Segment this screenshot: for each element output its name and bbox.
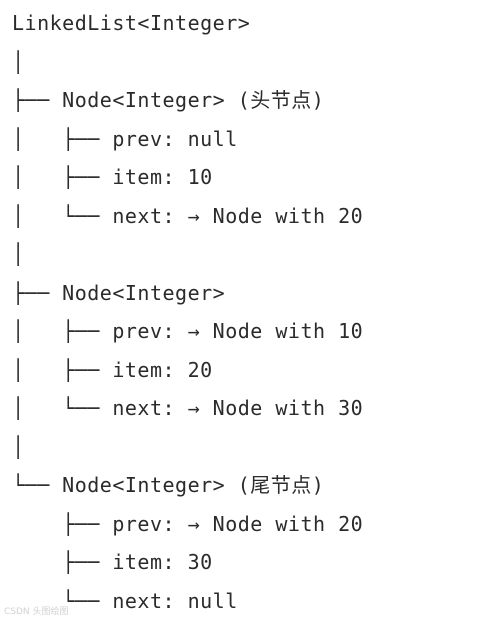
- tail-node-label: └── Node<Integer> (尾节点): [12, 473, 325, 497]
- tail-node-next: └── next: null: [12, 588, 238, 613]
- tree-connector-line: │: [12, 242, 25, 266]
- tree-connector-line: │: [12, 434, 25, 459]
- middle-node-next: │ └── next: → Node with 30: [12, 396, 364, 420]
- tree-root-title: LinkedList<Integer>: [12, 11, 251, 35]
- middle-node-label: ├── Node<Integer>: [12, 280, 226, 305]
- middle-node-prev: │ ├── prev: → Node with 10: [12, 319, 364, 343]
- tree-connector-line: │: [12, 49, 25, 74]
- head-node-label: ├── Node<Integer> (头节点): [12, 88, 325, 112]
- watermark-text: CSDN 头图绘图: [4, 607, 69, 617]
- tail-node-item: ├── item: 30: [12, 550, 213, 574]
- tail-node-prev: ├── prev: → Node with 20: [12, 511, 364, 536]
- head-node-prev: │ ├── prev: null: [12, 126, 238, 151]
- head-node-next: │ └── next: → Node with 20: [12, 203, 364, 228]
- head-node-item: │ ├── item: 10: [12, 165, 213, 189]
- middle-node-item: │ ├── item: 20: [12, 357, 213, 382]
- linked-list-tree-diagram: LinkedList<Integer> │ ├── Node<Integer> …: [12, 4, 363, 620]
